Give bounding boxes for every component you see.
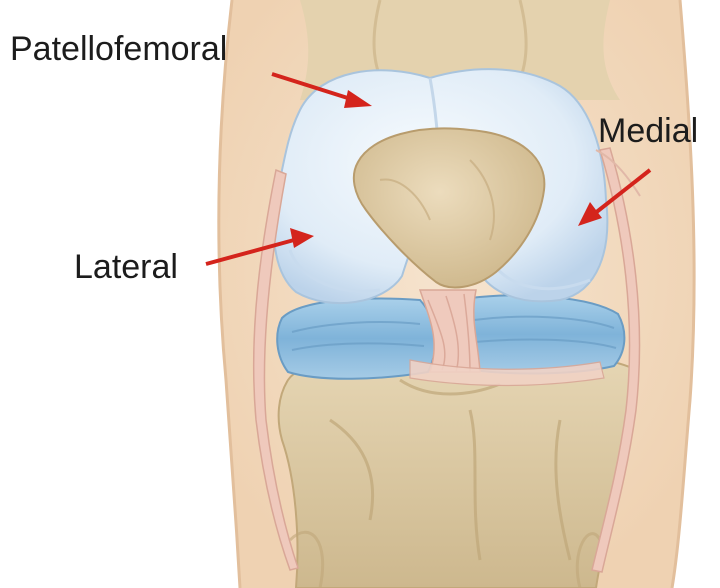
tibia-bone <box>279 353 634 588</box>
label-medial: Medial <box>598 114 698 148</box>
label-patellofemoral: Patellofemoral <box>10 32 227 66</box>
label-lateral: Lateral <box>74 250 178 284</box>
